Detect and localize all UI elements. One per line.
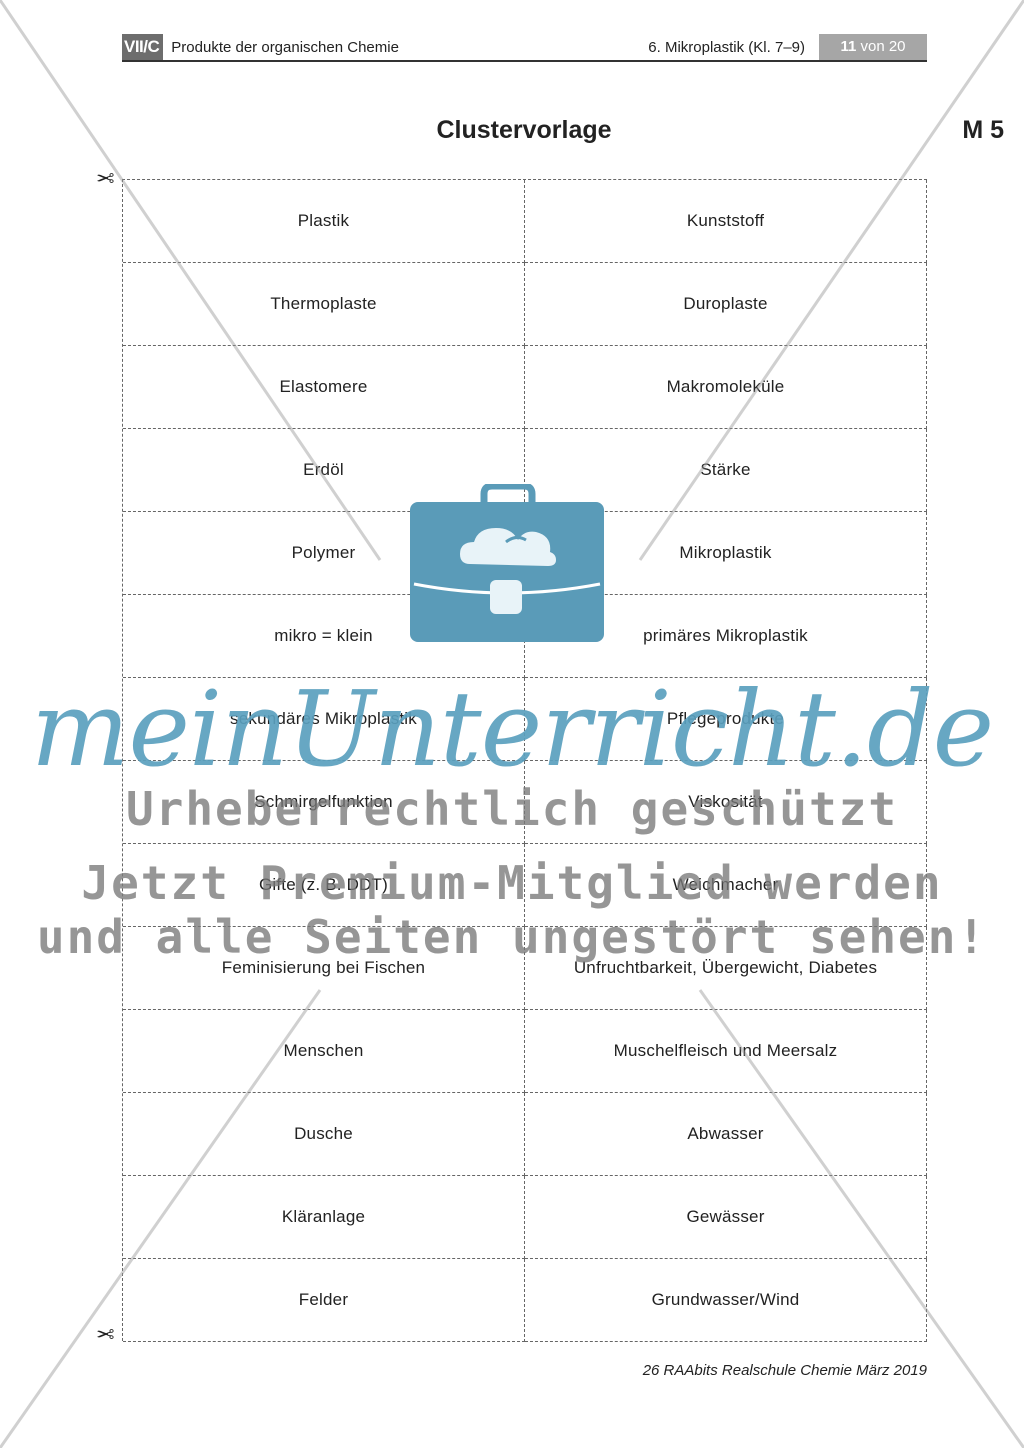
cluster-card: Unfruchtbarkeit, Übergewicht, Diabetes	[525, 927, 927, 1010]
page-separator: von	[860, 38, 885, 55]
cluster-card: Kunststoff	[525, 180, 927, 263]
cluster-card: Thermoplaste	[123, 263, 525, 346]
cluster-card: sekundäres Mikroplastik	[123, 678, 525, 761]
cluster-card: Muschelfleisch und Meersalz	[525, 1010, 927, 1093]
cluster-card: Felder	[123, 1259, 525, 1342]
cluster-card: Gifte (z. B. DDT)	[123, 844, 525, 927]
cluster-card: Grundwasser/Wind	[525, 1259, 927, 1342]
cluster-card: Abwasser	[525, 1093, 927, 1176]
page-indicator: 11 von 20	[819, 34, 927, 60]
scissors-icon: ✂	[96, 1321, 115, 1346]
briefcase-cloud-icon	[410, 484, 604, 642]
cluster-card: Menschen	[123, 1010, 525, 1093]
cluster-card: Viskosität	[525, 761, 927, 844]
cluster-card: Mikroplastik	[525, 512, 927, 595]
cluster-card: Dusche	[123, 1093, 525, 1176]
watermark-see-all: und alle Seiten ungestört sehen!	[36, 910, 988, 964]
cluster-card: Makromoleküle	[525, 346, 927, 429]
cluster-card: Schmirgelfunktion	[123, 761, 525, 844]
header-title: Produkte der organischen Chemie	[171, 38, 399, 56]
cluster-card: Duroplaste	[525, 263, 927, 346]
material-label: M 5	[962, 116, 1004, 144]
section-code: VII/C	[122, 34, 164, 60]
cluster-card: Gewässer	[525, 1176, 927, 1259]
cluster-card: primäres Mikroplastik	[525, 595, 927, 678]
scissors-icon: ✂	[96, 165, 115, 190]
cluster-card: Stärke	[525, 429, 927, 512]
cluster-card: Erdöl	[123, 429, 525, 512]
page-header: VII/C Produkte der organischen Chemie 6.…	[122, 34, 927, 62]
document-title: Clustervorlage	[436, 116, 612, 144]
cluster-card: Feminisierung bei Fischen	[123, 927, 525, 1010]
header-unit: 6. Mikroplastik (Kl. 7–9)	[648, 38, 805, 56]
cluster-card: Plastik	[123, 180, 525, 263]
cluster-card: Pflegeprodukte	[525, 678, 927, 761]
watermark-brand: meinUnterricht.de	[30, 668, 994, 790]
watermark-copyright: Urheberrechtlich geschützt	[125, 782, 899, 836]
footer-source: 26 RAAbits Realschule Chemie März 2019	[642, 1362, 927, 1379]
cluster-card: Elastomere	[123, 346, 525, 429]
watermark-premium: Jetzt Premium-Mitglied werden	[81, 856, 943, 910]
cluster-card: Kläranlage	[123, 1176, 525, 1259]
page-current: 11	[840, 38, 857, 55]
cluster-card: Weichmacher	[525, 844, 927, 927]
page-total: 20	[888, 38, 906, 55]
